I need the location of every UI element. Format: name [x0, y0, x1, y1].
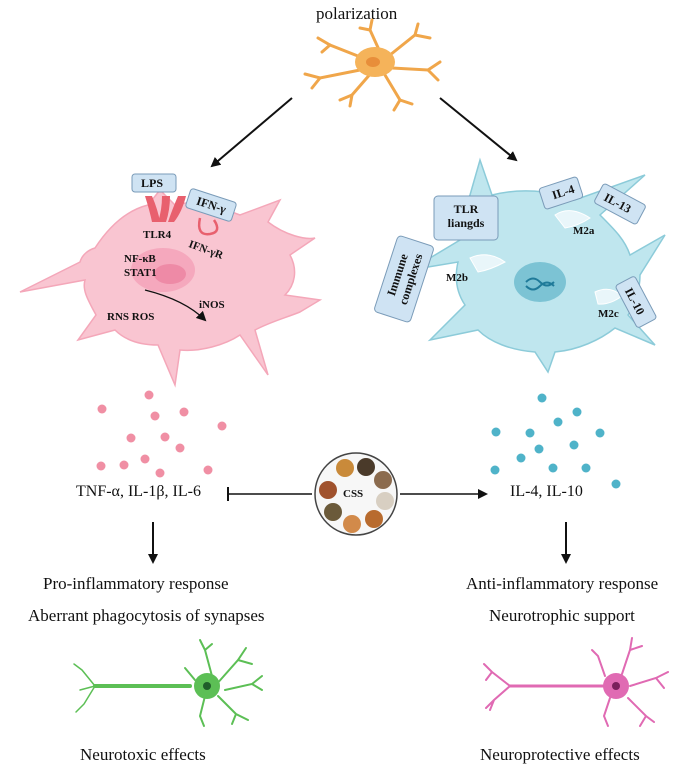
nfkb-label: NF-κB — [124, 253, 156, 265]
ifn-gamma-box — [185, 188, 237, 222]
m1-cytokine-dots — [96, 390, 227, 478]
m2b-label: M2b — [446, 272, 468, 284]
neurotoxic-label: Neurotoxic effects — [80, 745, 206, 764]
m2c-label: M2c — [598, 308, 619, 320]
inos-label: iNOS — [199, 299, 225, 311]
tlr-box — [433, 195, 499, 241]
css-herb-icon — [314, 452, 398, 536]
tlr-label: TLR liangds — [447, 202, 485, 230]
m2-microglia-cell — [374, 157, 666, 374]
il10-box — [615, 276, 657, 328]
phagocytosis-label: Aberrant phagocytosis of synapses — [28, 606, 265, 625]
tlr4-label: TLR4 — [143, 229, 172, 241]
rns-ros-label: RNS ROS — [107, 311, 155, 323]
stat1-label: STAT1 — [124, 267, 157, 279]
arrow-to-m2 — [439, 97, 518, 162]
m2a-label: M2a — [573, 225, 595, 237]
m2-cytokine-dots — [490, 393, 621, 489]
arrow-to-m1 — [210, 97, 293, 168]
neurotoxic-neuron-icon — [73, 639, 263, 727]
css-label: CSS — [343, 488, 364, 500]
m1-cytokines-label: TNF-α, IL-1β, IL-6 — [76, 483, 201, 500]
lps-label: LPS — [141, 176, 164, 190]
neuroprotective-neuron-icon — [483, 637, 669, 727]
resting-microglia-icon — [303, 18, 442, 112]
title: polarization — [316, 4, 398, 23]
neuroprotective-label: Neuroprotective effects — [480, 745, 640, 764]
immune-complexes-box — [374, 235, 434, 323]
lps-box — [131, 173, 177, 193]
m2-cytokines-label: IL-4, IL-10 — [510, 483, 583, 500]
m1-microglia-cell — [19, 173, 323, 388]
il4-box — [538, 176, 584, 210]
pro-inflammatory-label: Pro-inflammatory response — [43, 574, 229, 593]
il13-box — [594, 183, 646, 225]
neurotrophic-label: Neurotrophic support — [489, 606, 635, 625]
anti-inflammatory-label: Anti-inflammatory response — [466, 574, 659, 593]
